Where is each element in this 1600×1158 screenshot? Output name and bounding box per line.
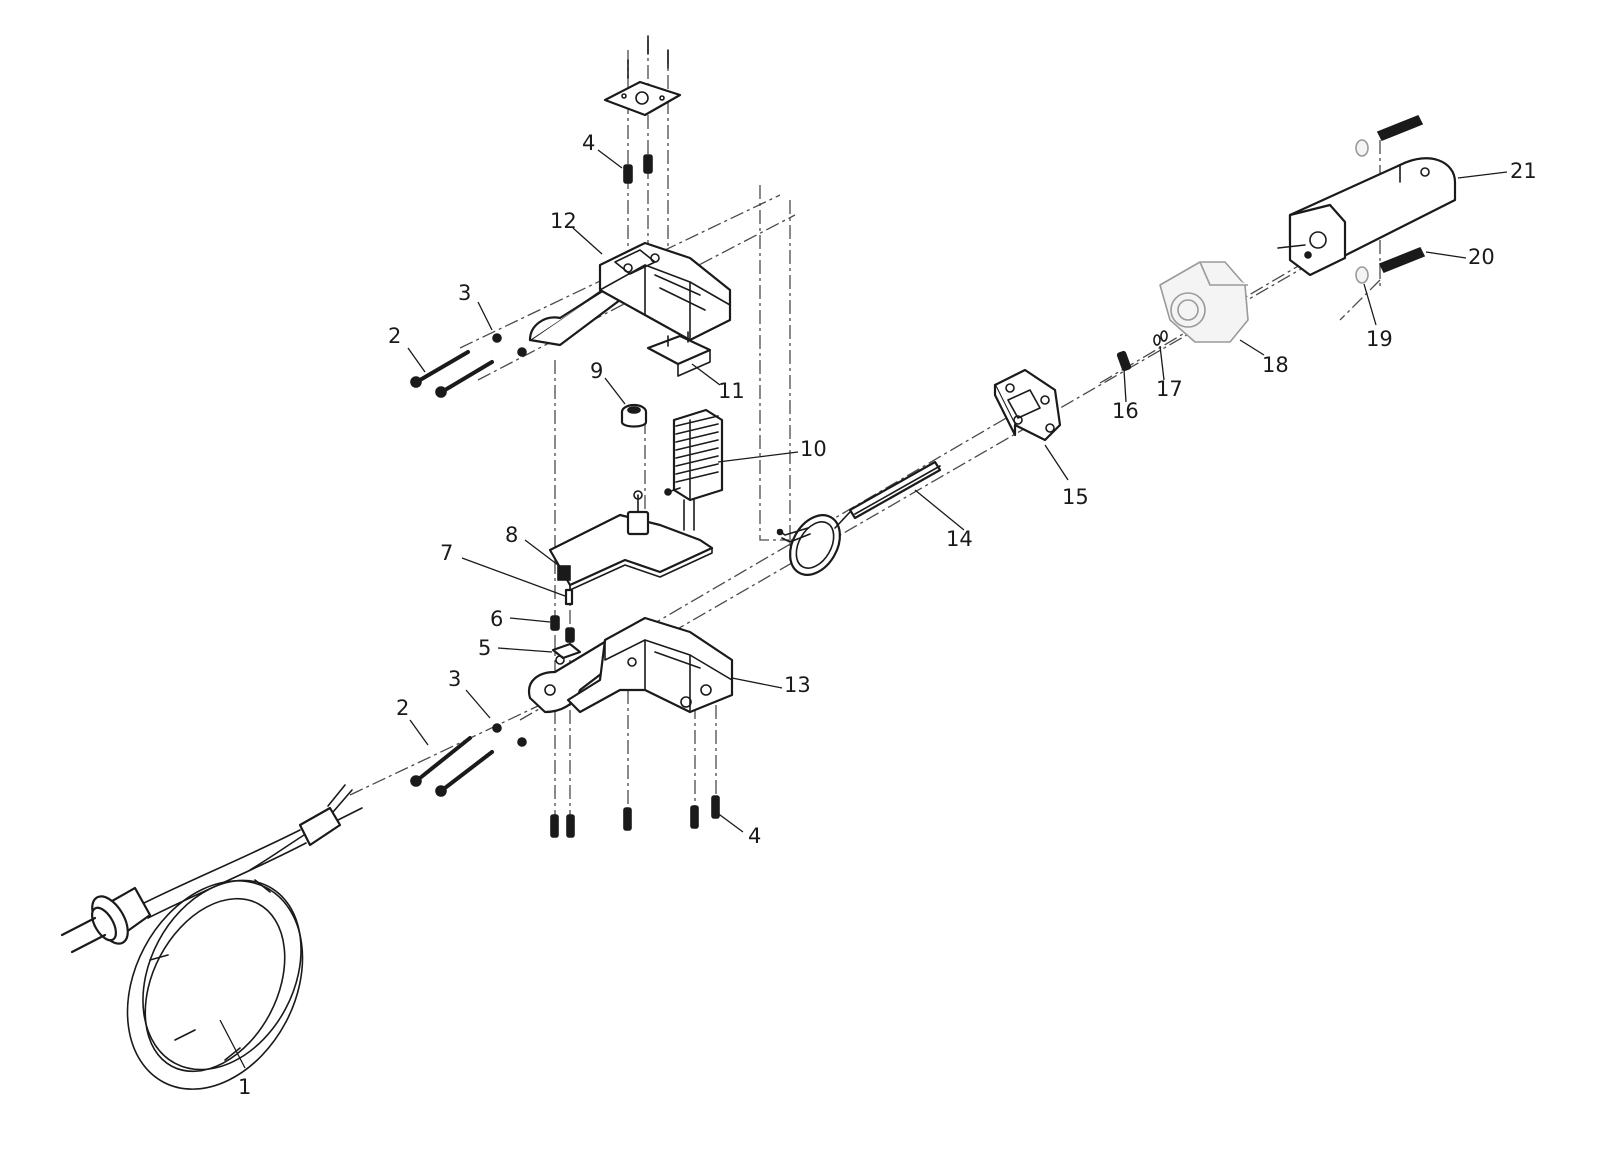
callout-2-upper: 2 bbox=[388, 324, 401, 348]
rear-screw-washers bbox=[1116, 330, 1168, 372]
circuit-board bbox=[548, 487, 714, 591]
heat-sink bbox=[672, 408, 724, 531]
top-cover-plate bbox=[603, 80, 682, 117]
callout-9: 9 bbox=[590, 359, 603, 383]
screw-2-lower-a bbox=[410, 736, 472, 787]
callout-10: 10 bbox=[800, 437, 827, 461]
heating-element bbox=[776, 460, 942, 576]
callout-14: 14 bbox=[946, 527, 973, 551]
tube-bolts bbox=[1355, 114, 1426, 284]
callout-19: 19 bbox=[1366, 327, 1393, 351]
mounting-flange bbox=[993, 368, 1062, 442]
callout-18: 18 bbox=[1262, 353, 1289, 377]
screw-2-lower-b bbox=[435, 750, 494, 797]
callout-4-upper: 4 bbox=[582, 131, 595, 155]
nuts bbox=[492, 333, 527, 747]
callout-16: 16 bbox=[1112, 399, 1139, 423]
callout-20: 20 bbox=[1468, 245, 1495, 269]
long-screws bbox=[410, 350, 494, 797]
callout-21: 21 bbox=[1510, 159, 1537, 183]
callout-5: 5 bbox=[478, 636, 491, 660]
lower-housing bbox=[527, 616, 734, 714]
screw-2-upper-a bbox=[410, 350, 470, 388]
control-knob bbox=[620, 403, 648, 428]
callout-13: 13 bbox=[784, 673, 811, 697]
power-cord-assembly bbox=[60, 784, 363, 1090]
small-bracket bbox=[646, 331, 712, 377]
heater-tube bbox=[1277, 157, 1457, 277]
short-screws bbox=[550, 35, 720, 838]
nozzle-sleeve bbox=[1159, 261, 1249, 343]
callout-17: 17 bbox=[1156, 377, 1183, 401]
callout-labels: 1 2 2 3 3 4 4 5 6 7 8 9 10 11 12 13 14 1… bbox=[238, 131, 1537, 1099]
callout-4-lower: 4 bbox=[748, 824, 761, 848]
callout-15: 15 bbox=[1062, 485, 1089, 509]
callout-1: 1 bbox=[238, 1075, 251, 1099]
callout-6: 6 bbox=[490, 607, 503, 631]
upper-housing bbox=[528, 241, 732, 347]
assembly-centerlines bbox=[349, 40, 1381, 820]
callout-12: 12 bbox=[550, 209, 577, 233]
callout-2-lower: 2 bbox=[396, 696, 409, 720]
callout-7: 7 bbox=[440, 541, 453, 565]
callout-11: 11 bbox=[718, 379, 745, 403]
callout-8: 8 bbox=[505, 523, 518, 547]
screw-2-upper-b bbox=[435, 360, 494, 398]
leader-lines bbox=[219, 149, 1508, 1069]
callout-3-upper: 3 bbox=[458, 281, 471, 305]
callout-3-lower: 3 bbox=[448, 667, 461, 691]
